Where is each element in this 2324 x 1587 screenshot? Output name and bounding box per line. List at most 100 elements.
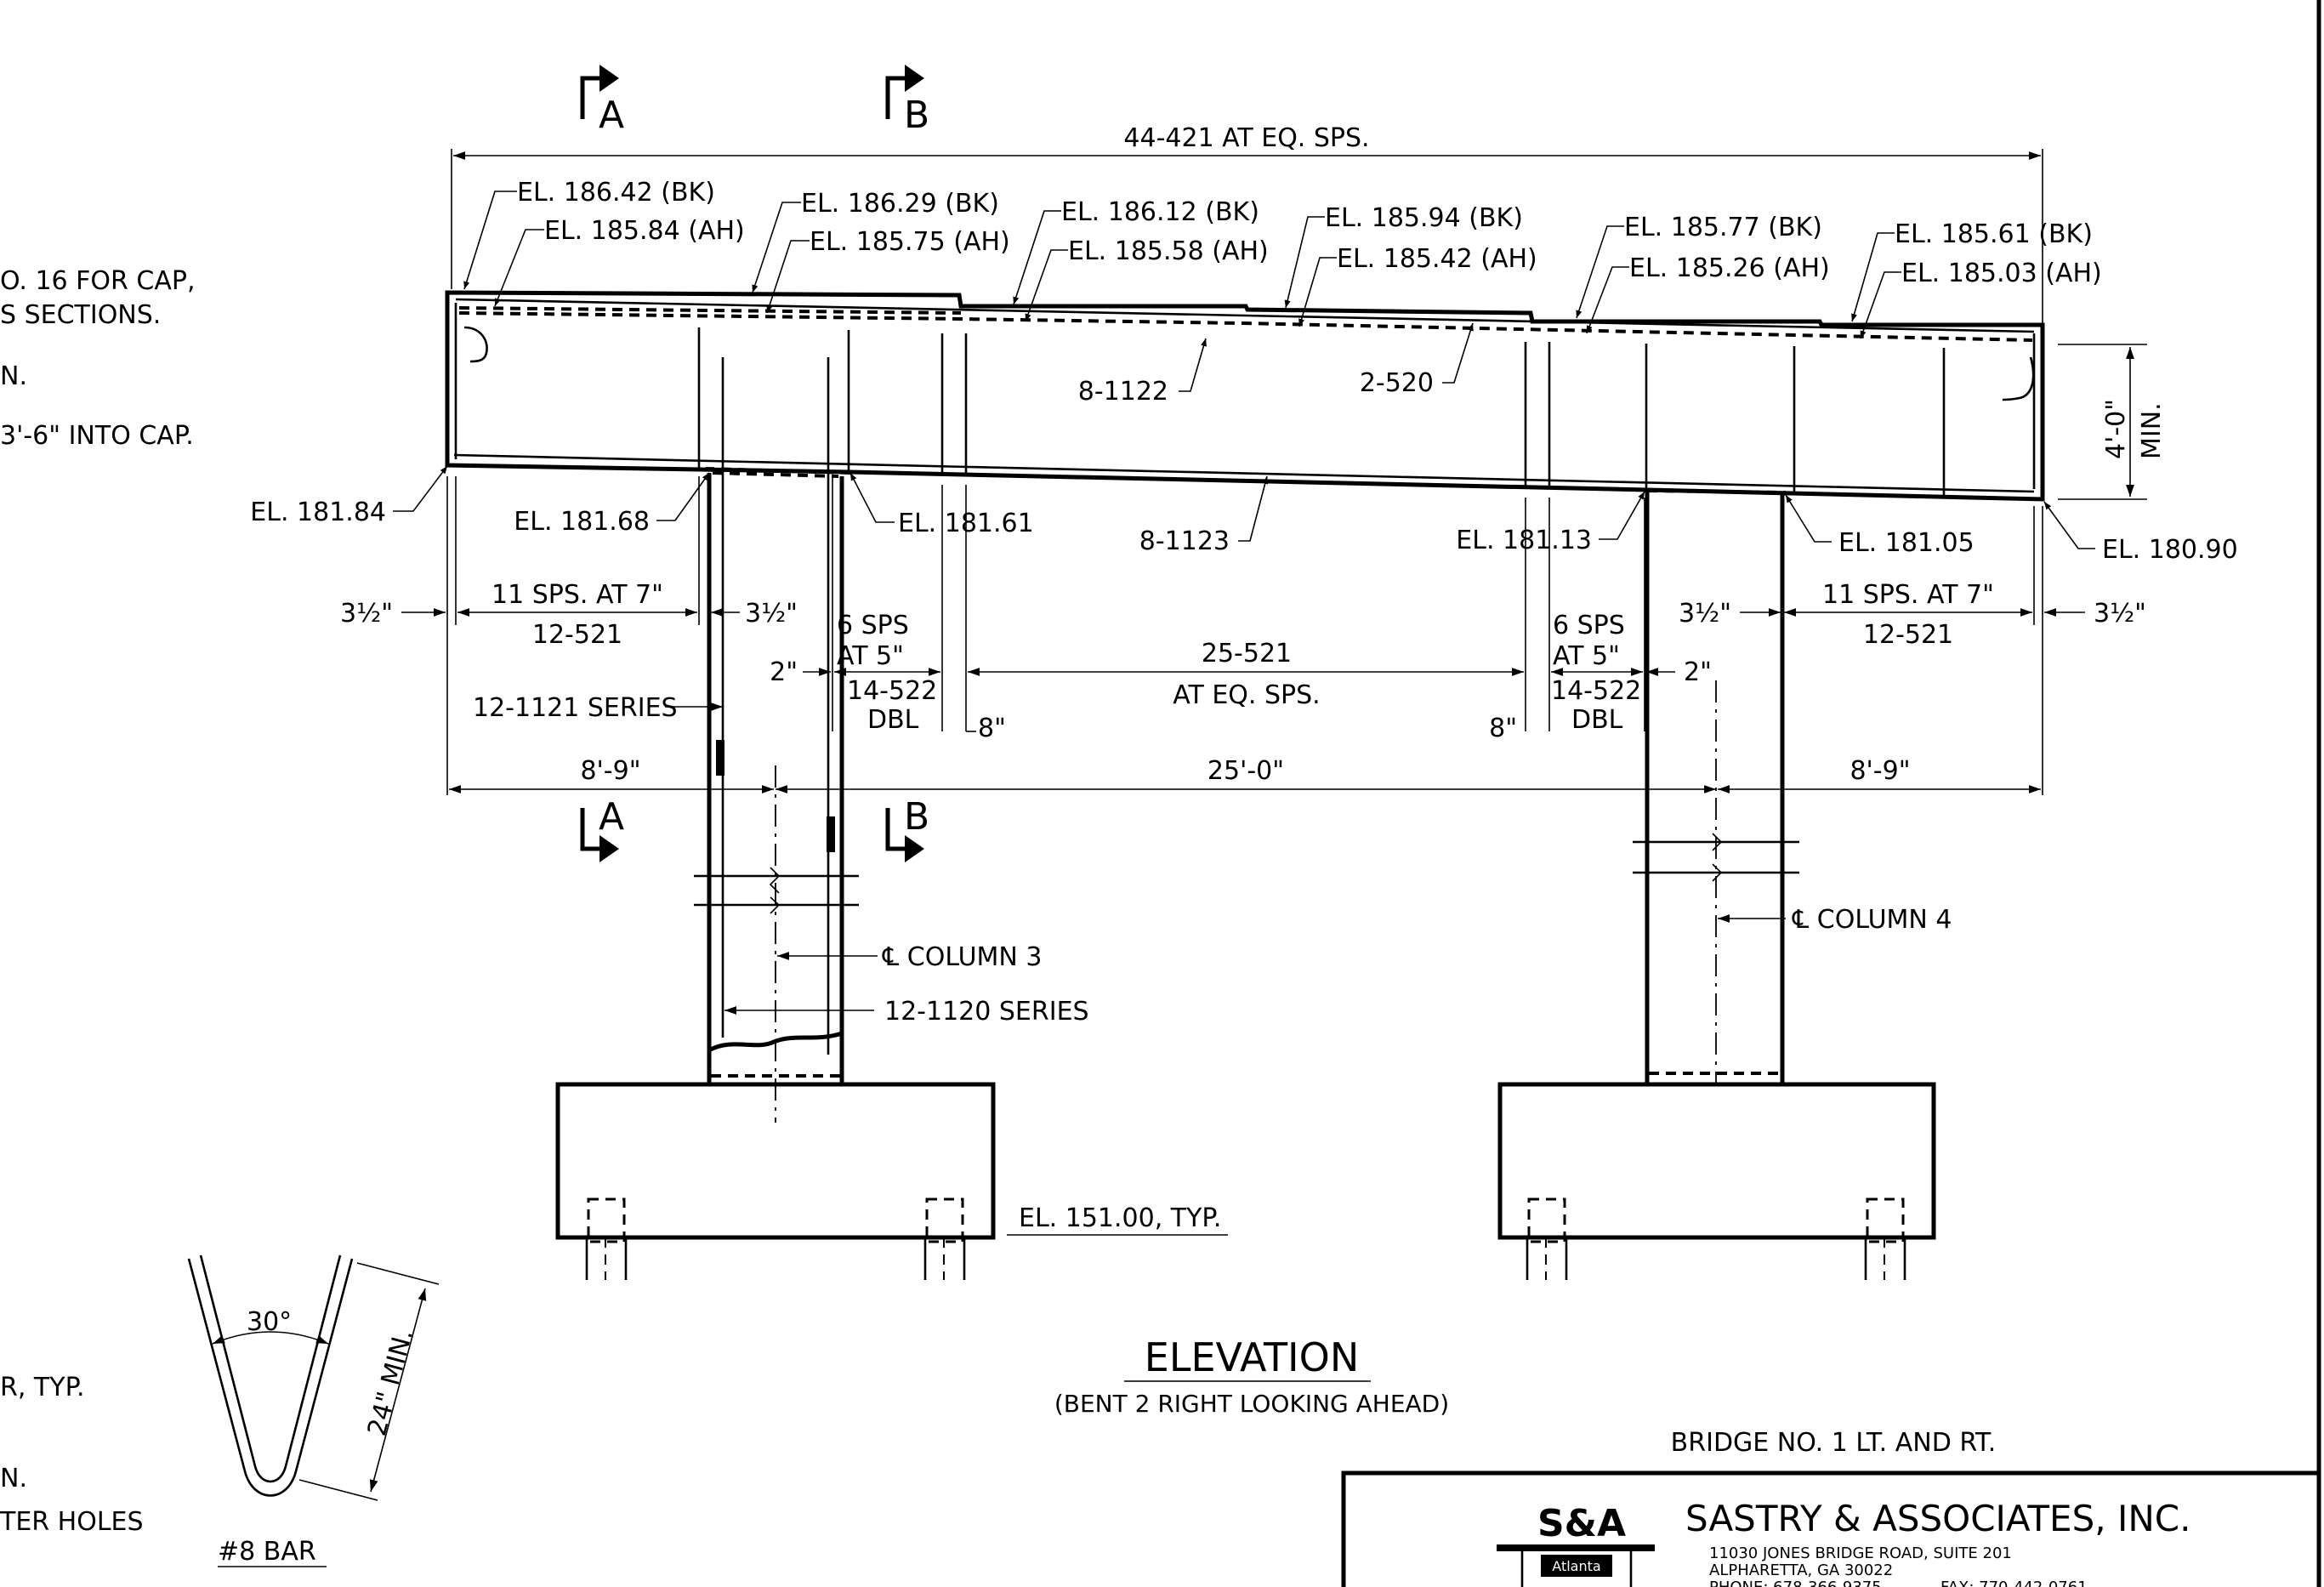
svg-text:B: B [904,94,929,137]
bar-label: 2-520 [1360,368,1434,398]
company-city: ALPHARETTA, GA 30022 [1709,1561,1893,1579]
footing-left [555,1082,996,1280]
bent-cap [445,290,2045,502]
note-line: S SECTIONS. [0,300,161,330]
right-6sps-group: 6 SPS AT 5" 14-522 DBL 2" 8" [1489,611,1712,743]
svg-text:6 SPS: 6 SPS [837,611,909,640]
elevation-label: EL. 186.42 (BK) [517,178,715,208]
bridge-number: BRIDGE NO. 1 LT. AND RT. [1671,1428,1997,1458]
note-line: 3'-6" INTO CAP. [0,421,194,451]
svg-text:Atlanta: Atlanta [1552,1558,1600,1574]
elevation-label: EL. 181.13 [1456,526,1592,555]
svg-text:B: B [904,795,929,839]
company-logo: S&A Atlanta [1497,1502,1655,1587]
note-line: O. 16 FOR CAP, [0,266,196,296]
company-phone: PHONE: 678-366-9375 [1709,1578,1882,1587]
svg-text:44-421 AT EQ. SPS.: 44-421 AT EQ. SPS. [1123,123,1369,153]
svg-text:12-521: 12-521 [1863,620,1953,650]
elevation-label: EL. 186.29 (BK) [801,189,999,219]
drawing-title-group: ELEVATION (BENT 2 RIGHT LOOKING AHEAD) [1054,1334,1449,1418]
right-stirrup-dimensions: 3½" 11 SPS. AT 7" 12-521 3½" [1679,580,2146,650]
section-marker-b-top: B [885,65,929,137]
svg-text:6 SPS: 6 SPS [1553,611,1625,640]
svg-text:8": 8" [978,714,1006,743]
svg-text:EL. 151.00, TYP.: EL. 151.00, TYP. [1019,1203,1221,1233]
svg-text:3½": 3½" [1679,599,1731,629]
cap-bar-callouts: 8-1122 2-520 8-1123 [1078,322,1474,556]
drawing-title: ELEVATION [1145,1334,1359,1380]
svg-text:12-1121 SERIES: 12-1121 SERIES [473,693,678,723]
drawing-subtitle: (BENT 2 RIGHT LOOKING AHEAD) [1054,1390,1449,1418]
general-notes: O. 16 FOR CAP, S SECTIONS. N. 3'-6" INTO… [0,266,196,1537]
svg-text:AT 5": AT 5" [1553,641,1620,671]
company-address: 11030 JONES BRIDGE ROAD, SUITE 201 [1709,1544,2012,1562]
svg-text:DBL: DBL [867,705,919,735]
svg-text:DBL: DBL [1571,705,1623,735]
company-fax: FAX: 770-442-0761 [1940,1578,2088,1587]
svg-text:S&A: S&A [1537,1502,1626,1545]
series-1120-label: 12-1120 SERIES [884,997,1089,1027]
svg-text:AT EQ. SPS.: AT EQ. SPS. [1173,680,1320,710]
top-elevation-callouts: EL. 186.42 (BK) EL. 185.84 (AH) EL. 186.… [463,178,2102,339]
svg-text:8'-9": 8'-9" [1850,756,1910,786]
series-1121-callout: 12-1121 SERIES [473,693,723,723]
title-block: S&A Atlanta SASTRY & ASSOCIATES, INC. 11… [1341,1470,2319,1587]
bar-label: 8-1123 [1139,526,1230,556]
elevation-label: EL. 181.05 [1838,528,1975,558]
svg-text:11 SPS. AT 7": 11 SPS. AT 7" [492,580,663,610]
svg-text:11 SPS. AT 7": 11 SPS. AT 7" [1822,580,1994,610]
svg-text:14-522: 14-522 [1551,676,1641,706]
svg-text:A: A [599,795,624,839]
left-stirrup-dimensions: 3½" 11 SPS. AT 7" 12-521 3½" [340,580,798,650]
footing-elevation-callout: EL. 151.00, TYP. [1007,1203,1228,1236]
elevation-label: EL. 185.61 (BK) [1895,219,2093,249]
svg-text:2": 2" [770,657,798,687]
svg-text:A: A [599,94,624,137]
note-line: N. [0,361,27,391]
note-line: R, TYP. [0,1373,85,1402]
bar-label: 8-1122 [1078,377,1168,407]
overall-bar-dimension: 44-421 AT EQ. SPS. [451,123,2043,336]
svg-text:4'-0": 4'-0" [2101,399,2131,459]
footing-right [1497,1082,1936,1280]
svg-text:2": 2" [1684,657,1712,687]
elevation-label: EL. 185.58 (AH) [1068,236,1269,266]
elevation-label: EL. 186.12 (BK) [1061,197,1259,227]
svg-text:25-521: 25-521 [1202,639,1292,668]
section-marker-b-bottom: B [885,795,929,862]
elevation-label: EL. 185.26 (AH) [1629,253,1830,283]
bottom-elevation-callouts: EL. 181.84 EL. 181.68 EL. 181.61 EL. 181… [250,465,2238,565]
bar-bend-detail: 30° 24" MIN. #8 BAR [187,1254,440,1567]
left-6sps-group: 6 SPS AT 5" 14-522 DBL 2" 8" [770,611,1006,743]
svg-text:12-521: 12-521 [532,620,622,650]
section-marker-a-top: A [580,65,624,137]
elevation-label: EL. 180.90 [2102,535,2238,565]
svg-text:3½": 3½" [2094,599,2146,629]
elevation-label: EL. 185.75 (AH) [810,227,1010,257]
cap-depth-dimension: 4'-0" MIN. [2058,344,2167,500]
svg-text:14-522: 14-522 [847,676,937,706]
svg-text:3½": 3½" [340,599,393,629]
note-line: TER HOLES [0,1507,144,1537]
svg-text:30°: 30° [247,1307,292,1337]
extension-lines [446,476,2043,795]
elevation-label: EL. 185.77 (BK) [1624,213,1822,242]
elevation-label: EL. 185.94 (BK) [1325,203,1523,233]
column-3: ℄ COLUMN 3 12-1120 SERIES [694,357,1089,1123]
span-dimensions: 8'-9" 25'-0" 8'-9" [449,756,2041,794]
mid-bar-dimension: 25-521 AT EQ. SPS. [968,639,1524,710]
svg-text:AT 5": AT 5" [837,641,904,671]
svg-text:3½": 3½" [745,599,798,629]
elevation-label: EL. 181.84 [250,498,386,527]
svg-text:8": 8" [1489,714,1517,743]
bar-detail-caption: #8 BAR [218,1537,316,1567]
elevation-label: EL. 185.84 (AH) [544,216,745,246]
svg-text:MIN.: MIN. [2137,402,2167,459]
svg-text:25'-0": 25'-0" [1207,756,1284,786]
section-marker-a-bottom: A [580,795,624,862]
column-4-label: ℄ COLUMN 4 [1792,905,1952,935]
elevation-label: EL. 185.03 (AH) [1901,259,2102,288]
svg-text:8'-9": 8'-9" [580,756,640,786]
note-line: N. [0,1464,27,1493]
